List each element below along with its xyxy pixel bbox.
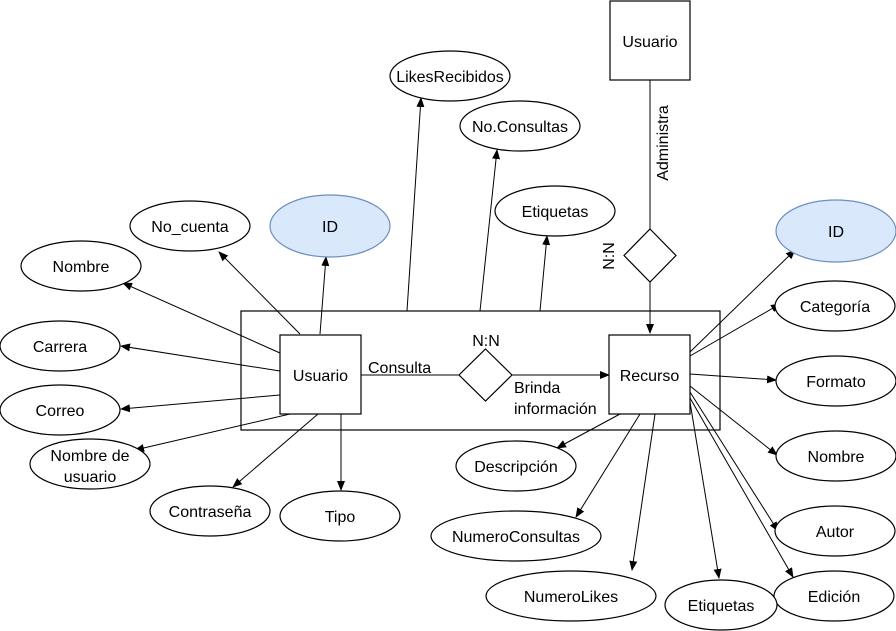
entity-usuario-label: Usuario: [293, 368, 348, 385]
brinda-label-line2: información: [514, 401, 597, 418]
attr-recurso-id-label: ID: [828, 224, 844, 241]
attr-recurso-numero-consultas[interactable]: NumeroConsultas: [430, 510, 602, 562]
attr-usuario-carrera[interactable]: Carrera: [0, 320, 121, 372]
attr-usuario-id-label: ID: [322, 219, 338, 236]
attr-usuario-correo[interactable]: Correo: [0, 384, 121, 436]
attr-usuario-contrasena[interactable]: Contraseña: [149, 485, 271, 537]
entity-recurso[interactable]: Recurso: [608, 334, 691, 415]
consulta-label: Consulta: [368, 360, 431, 377]
attr-usuario-carrera-label: Carrera: [33, 339, 87, 356]
relationship-consulta[interactable]: [458, 348, 513, 402]
attr-recurso-nombre[interactable]: Nombre: [775, 430, 896, 482]
attr-usuario-no-cuenta[interactable]: No_cuenta: [129, 200, 251, 252]
recurso-attribute-edges: [556, 249, 796, 579]
attr-usuario-nombre-de-usuario-line2: usuario: [64, 469, 117, 486]
relationship-edges: [361, 80, 654, 379]
attr-recurso-numero-likes-label: NumeroLikes: [524, 589, 618, 606]
attr-consulta-no-consultas-label: No.Consultas: [472, 119, 568, 136]
attr-consulta-etiquetas-label: Etiquetas: [522, 204, 589, 221]
attr-usuario-correo-label: Correo: [36, 403, 85, 420]
entity-usuario[interactable]: Usuario: [279, 334, 362, 415]
attr-usuario-contrasena-label: Contraseña: [169, 504, 252, 521]
administra-cardinality: N:N: [601, 242, 618, 270]
attr-recurso-etiquetas-label: Etiquetas: [688, 598, 755, 615]
attr-recurso-edicion[interactable]: Edición: [773, 570, 895, 622]
attr-recurso-edicion-label: Edición: [808, 589, 860, 606]
entity-usuario-admin-label: Usuario: [622, 34, 677, 51]
attr-usuario-id[interactable]: ID: [269, 194, 391, 258]
attr-usuario-nombre[interactable]: Nombre: [20, 240, 142, 292]
attr-recurso-descripcion-label: Descripción: [474, 459, 558, 476]
attr-usuario-nombre-de-usuario[interactable]: Nombre de usuario: [29, 438, 151, 490]
attr-consulta-likes-recibidos[interactable]: LikesRecibidos: [389, 50, 511, 102]
relationship-administra[interactable]: [623, 228, 677, 283]
consulta-cardinality: N:N: [472, 333, 500, 350]
attr-recurso-formato-label: Formato: [806, 374, 866, 391]
brinda-label-line1: Brinda: [514, 380, 560, 397]
attr-consulta-etiquetas[interactable]: Etiquetas: [494, 185, 616, 237]
entity-usuario-admin[interactable]: Usuario: [609, 0, 691, 81]
attr-recurso-categoria[interactable]: Categoría: [774, 280, 896, 332]
entity-recurso-label: Recurso: [620, 368, 680, 385]
attr-recurso-formato[interactable]: Formato: [775, 355, 896, 407]
attr-recurso-id[interactable]: ID: [775, 199, 896, 263]
attr-recurso-numero-consultas-label: NumeroConsultas: [452, 529, 580, 546]
attr-usuario-tipo-label: Tipo: [325, 509, 356, 526]
attr-recurso-autor[interactable]: Autor: [774, 505, 896, 557]
consulta-attribute-edges: [406, 97, 551, 312]
attr-usuario-no-cuenta-label: No_cuenta: [151, 219, 228, 236]
attr-recurso-nombre-label: Nombre: [808, 449, 865, 466]
attr-recurso-descripcion[interactable]: Descripción: [455, 440, 577, 492]
attr-recurso-categoria-label: Categoría: [800, 299, 870, 316]
attr-recurso-etiquetas[interactable]: Etiquetas: [664, 579, 778, 631]
attr-usuario-nombre-de-usuario-line1: Nombre de: [50, 448, 129, 465]
usuario-attribute-edges: [120, 251, 345, 491]
attr-usuario-nombre-label: Nombre: [53, 259, 110, 276]
administra-label: Administra: [655, 105, 672, 181]
attr-usuario-tipo[interactable]: Tipo: [279, 490, 401, 542]
attr-recurso-numero-likes[interactable]: NumeroLikes: [485, 570, 657, 622]
attr-consulta-no-consultas[interactable]: No.Consultas: [459, 100, 581, 152]
attr-recurso-autor-label: Autor: [816, 524, 855, 541]
attr-consulta-likes-recibidos-label: LikesRecibidos: [396, 69, 504, 86]
